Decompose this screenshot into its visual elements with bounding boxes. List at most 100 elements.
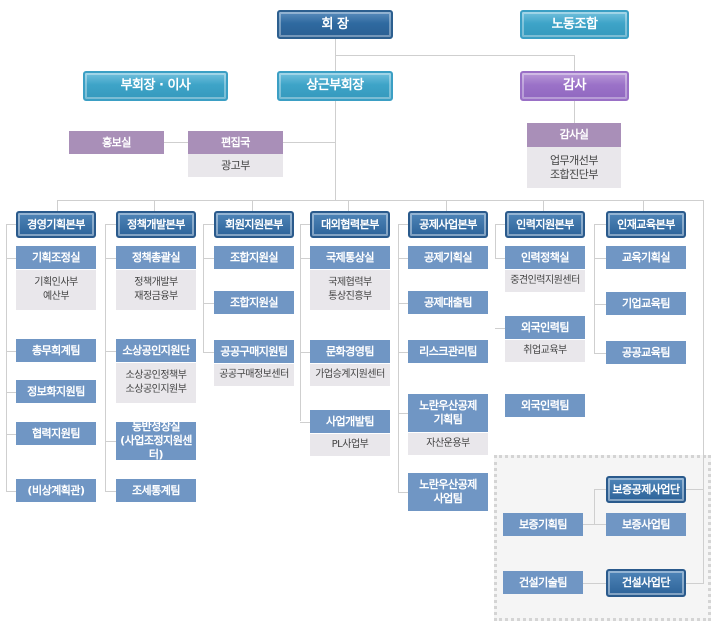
connector xyxy=(105,258,116,259)
sub-unit: 통상진흥부 xyxy=(328,291,372,302)
unit-box[interactable]: 총무회계팀 xyxy=(16,339,96,362)
unit-box[interactable]: 공제기획실 xyxy=(408,246,488,269)
sub-unit: 광고부 xyxy=(221,158,250,172)
unit-box[interactable]: 문화경영팀 xyxy=(310,340,390,363)
connector xyxy=(583,583,606,584)
connector xyxy=(495,224,496,258)
headquarters-box[interactable]: 인재교육본부 xyxy=(606,211,686,238)
labor-union-box[interactable]: 노동조합 xyxy=(520,10,629,39)
connector xyxy=(398,413,408,414)
sub-unit: 자산운용부 xyxy=(426,438,470,449)
connector xyxy=(495,224,505,225)
connector xyxy=(643,200,644,211)
unit-box[interactable]: 교육기획실 xyxy=(606,246,686,269)
unit-box[interactable]: 리스크관리팀 xyxy=(408,340,488,363)
unit-label: 공제대출팀 xyxy=(423,295,473,309)
unit-box[interactable]: 공공교육팀 xyxy=(606,341,686,364)
connector xyxy=(105,351,116,352)
headquarters-box[interactable]: 대외협력본부 xyxy=(310,211,390,238)
unit-box[interactable]: 기획조정실 xyxy=(16,246,96,269)
unit-label: 노란우산공제 xyxy=(419,399,477,412)
unit-box[interactable]: 공제대출팀 xyxy=(408,291,488,314)
headquarters-box[interactable]: 공제사업본부 xyxy=(408,211,488,238)
unit-label: 조합지원실 xyxy=(229,295,279,309)
connector xyxy=(203,224,214,225)
unit-box[interactable]: 외국인력팀 xyxy=(505,316,585,339)
pr-office-box[interactable]: 홍보실 xyxy=(69,131,164,154)
vice-chairman-board-box[interactable]: 부회장 · 이사 xyxy=(83,71,228,101)
unit-box[interactable]: 외국인력팀 xyxy=(505,394,585,417)
auditor-box[interactable]: 감사 xyxy=(520,71,629,101)
connector xyxy=(446,200,447,211)
unit-label: 공공구매지원팀 xyxy=(220,344,288,358)
connector xyxy=(398,352,408,353)
unit-label: 공공교육팀 xyxy=(621,345,671,359)
connector xyxy=(594,224,606,225)
unit-box[interactable]: 소상공인지원단 xyxy=(116,339,196,362)
unit-box[interactable]: 동반성장실(사업조정지원센터) xyxy=(116,420,196,461)
headquarters-box[interactable]: 정책개발본부 xyxy=(116,211,196,238)
unit-box[interactable]: 정보화지원팀 xyxy=(16,380,96,403)
unit-box[interactable]: 조합지원실 xyxy=(214,291,294,314)
connector xyxy=(6,258,16,259)
headquarters-box[interactable]: 인력지원본부 xyxy=(505,211,585,238)
sub-unit: 조합진단부 xyxy=(549,167,599,181)
connector xyxy=(594,353,606,354)
sub-unit: 예산부 xyxy=(42,291,70,302)
connector xyxy=(543,200,544,211)
unit-label: 총무회계팀 xyxy=(31,343,81,357)
audit-office-box[interactable]: 감사실 xyxy=(527,123,621,147)
unit-box[interactable]: (비상계획관) xyxy=(16,479,96,502)
sub-unit: 기획인사부 xyxy=(34,277,78,288)
unit-box[interactable]: 인력정책실 xyxy=(505,246,585,269)
sub-unit-list: 중견인력지원센터 xyxy=(505,270,585,292)
connector xyxy=(335,38,336,200)
unit-label: 기획팀 xyxy=(433,413,463,426)
connector xyxy=(203,224,204,352)
unit-box[interactable]: 조합지원실 xyxy=(214,246,294,269)
connector xyxy=(398,258,408,259)
sub-unit: 재정금융부 xyxy=(134,291,178,302)
standing-vice-chairman-box[interactable]: 상근부회장 xyxy=(277,71,393,101)
sub-unit: 소상공인정책부 xyxy=(125,370,187,381)
headquarters-box[interactable]: 회원지원본부 xyxy=(214,211,294,238)
unit-label: 국제통상실 xyxy=(325,250,375,264)
unit-label: (비상계획관) xyxy=(27,483,85,497)
unit-box[interactable]: 조세통계팀 xyxy=(116,479,196,502)
connector xyxy=(495,328,505,329)
guarantee-division-box[interactable]: 보증공제사업단 xyxy=(606,476,686,503)
connector xyxy=(6,491,16,492)
connector xyxy=(574,55,575,71)
construction-tech-team-box[interactable]: 건설기술팀 xyxy=(503,571,583,594)
sub-unit: 공공구매정보센터 xyxy=(219,369,289,380)
unit-label: 교육기획실 xyxy=(621,250,671,264)
connector xyxy=(398,224,399,492)
unit-box[interactable]: 정책총괄실 xyxy=(116,246,196,269)
guarantee-business-team-box[interactable]: 보증사업팀 xyxy=(606,513,686,536)
unit-box[interactable]: 기업교육팀 xyxy=(606,292,686,315)
sub-unit-list: 광고부 xyxy=(188,154,283,177)
headquarters-box[interactable]: 경영기획본부 xyxy=(16,211,96,238)
unit-box[interactable]: 사업개발팀 xyxy=(310,410,390,433)
unit-label: 사업팀 xyxy=(433,492,463,505)
unit-label: 문화경영팀 xyxy=(325,344,375,358)
connector xyxy=(686,583,704,584)
unit-box[interactable]: 공공구매지원팀 xyxy=(214,340,294,363)
unit-box[interactable]: 협력지원팀 xyxy=(16,422,96,445)
connector xyxy=(574,100,575,123)
chairman-box[interactable]: 회 장 xyxy=(277,10,393,39)
connector xyxy=(105,224,116,225)
guarantee-planning-team-box[interactable]: 보증기획팀 xyxy=(503,513,583,536)
sub-unit-list: 공공구매정보센터 xyxy=(214,364,294,386)
unit-label: 외국인력팀 xyxy=(520,320,570,334)
editorial-bureau-box[interactable]: 편집국 xyxy=(188,131,283,154)
unit-box[interactable]: 국제통상실 xyxy=(310,246,390,269)
construction-division-box[interactable]: 건설사업단 xyxy=(606,569,686,597)
unit-label: 사업개발팀 xyxy=(325,414,375,428)
connector xyxy=(348,200,349,211)
